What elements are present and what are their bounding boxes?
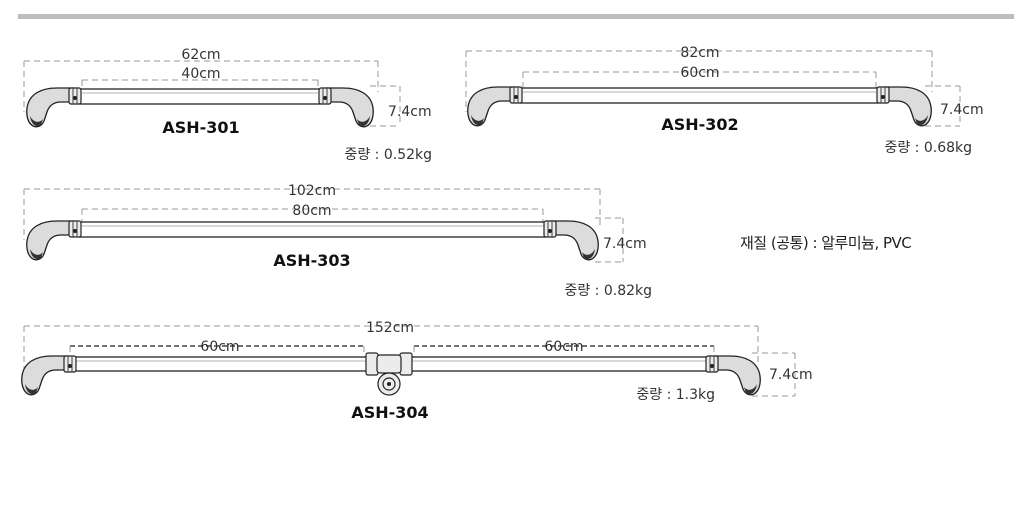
weight-label: 중량 : 0.52kg — [344, 147, 432, 163]
bar-length-label: 80cm — [292, 203, 331, 219]
weight-label: 중량 : 0.82kg — [564, 283, 652, 299]
product-ash-302: 82cm 60cm 7.4cm ASH-302 중량 : 0.68kg — [465, 45, 984, 156]
center-joint-icon — [365, 352, 413, 396]
weight-label: 중량 : 1.3kg — [636, 387, 715, 403]
weight-label: 중량 : 0.68kg — [884, 140, 972, 156]
model-name: ASH-301 — [162, 118, 239, 137]
overall-length-label: 82cm — [680, 45, 719, 61]
bar-length-label: 40cm — [181, 66, 220, 82]
overall-length-label: 152cm — [366, 320, 414, 336]
product-ash-301: 62cm 40cm 7.4cm ASH-301 중량 : 0.52kg — [23, 47, 432, 163]
height-label: 7.4cm — [388, 104, 432, 120]
height-label: 7.4cm — [940, 102, 984, 118]
bar-length-label: 60cm — [680, 65, 719, 81]
top-rule — [18, 14, 1014, 19]
model-name: ASH-304 — [351, 403, 428, 422]
material-note: 재질 (공통) : 알루미늄, PVC — [740, 234, 911, 252]
overall-length-label: 62cm — [181, 47, 220, 63]
bar-length-left-label: 60cm — [200, 339, 239, 355]
height-label: 7.4cm — [603, 236, 647, 252]
model-name: ASH-303 — [273, 251, 350, 270]
model-name: ASH-302 — [661, 115, 738, 134]
product-ash-304: 152cm 60cm 60cm 7.4cm ASH-304 중량 : 1.3kg — [21, 320, 813, 422]
overall-length-label: 102cm — [288, 183, 336, 199]
height-label: 7.4cm — [769, 367, 813, 383]
product-ash-303: 102cm 80cm 7.4cm ASH-303 중량 : 0.82kg — [23, 183, 652, 299]
bar-length-right-label: 60cm — [544, 339, 583, 355]
